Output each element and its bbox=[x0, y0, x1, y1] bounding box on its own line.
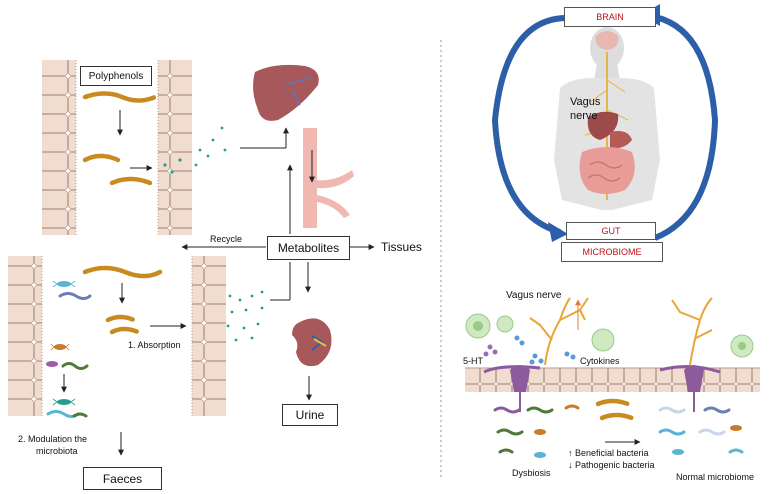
pathogenic-bacteria-label: ↓ Pathogenic bacteria bbox=[568, 460, 655, 470]
metabolite-dots-top bbox=[163, 126, 227, 174]
gut-label: GUT bbox=[566, 222, 656, 240]
vagus-nerve-fibers bbox=[529, 297, 713, 366]
cytokines-label: Cytokines bbox=[580, 356, 620, 366]
human-body bbox=[554, 27, 660, 210]
recycle-label: Recycle bbox=[210, 234, 243, 244]
beneficial-bacteria-label: ↑ Beneficial bacteria bbox=[568, 448, 649, 458]
serotonin-label: 5-HT bbox=[463, 356, 483, 366]
urine-label: Urine bbox=[282, 404, 338, 426]
vagus-label-line2: nerve bbox=[570, 110, 598, 122]
polyphenol-chain bbox=[82, 91, 158, 103]
blood-vessel bbox=[303, 128, 354, 228]
tissues-label: Tissues bbox=[381, 240, 422, 254]
enteroendocrine-cells bbox=[483, 365, 721, 412]
bacteria-dysbiosis bbox=[493, 404, 580, 458]
brain-label: BRAIN bbox=[564, 7, 656, 27]
polyphenols-label: Polyphenols bbox=[80, 66, 152, 86]
epithelium-bottom-right bbox=[191, 256, 226, 416]
vagus-nerve-label: Vagus nerve bbox=[506, 290, 562, 301]
bacteria-normal bbox=[658, 406, 744, 455]
bacteria-lower-left bbox=[46, 280, 92, 418]
cytokine-vesicles bbox=[483, 335, 576, 365]
dysbiosis-label: Dysbiosis bbox=[512, 468, 551, 478]
metabolite-dots-bottom bbox=[226, 290, 264, 342]
epithelium-top-left bbox=[42, 60, 77, 235]
liver bbox=[253, 64, 319, 121]
normal-microbiome-label: Normal microbiome bbox=[676, 472, 755, 482]
gut-to-brain-arrow bbox=[649, 13, 719, 241]
immune-cells bbox=[465, 313, 754, 358]
epithelium-bottom-left bbox=[8, 256, 43, 416]
metabolites-label: Metabolites bbox=[267, 236, 350, 260]
faeces-label: Faeces bbox=[83, 467, 162, 490]
kidney bbox=[292, 318, 332, 367]
polyphenol-fragment bbox=[82, 153, 121, 163]
absorption-label: 1. Absorption bbox=[128, 340, 181, 350]
vagus-label-line1: Vagus bbox=[570, 96, 601, 108]
polyphenol-chain-lower bbox=[82, 265, 163, 279]
modulation-label-line2: microbiota bbox=[36, 446, 78, 456]
microbiome-label: MICROBIOME bbox=[561, 242, 663, 262]
epithelium-top-right bbox=[157, 60, 192, 235]
polyphenol-fragment bbox=[109, 176, 153, 186]
brain-to-gut-arrow bbox=[491, 15, 566, 235]
modulation-label-line1: 2. Modulation the bbox=[18, 434, 88, 444]
